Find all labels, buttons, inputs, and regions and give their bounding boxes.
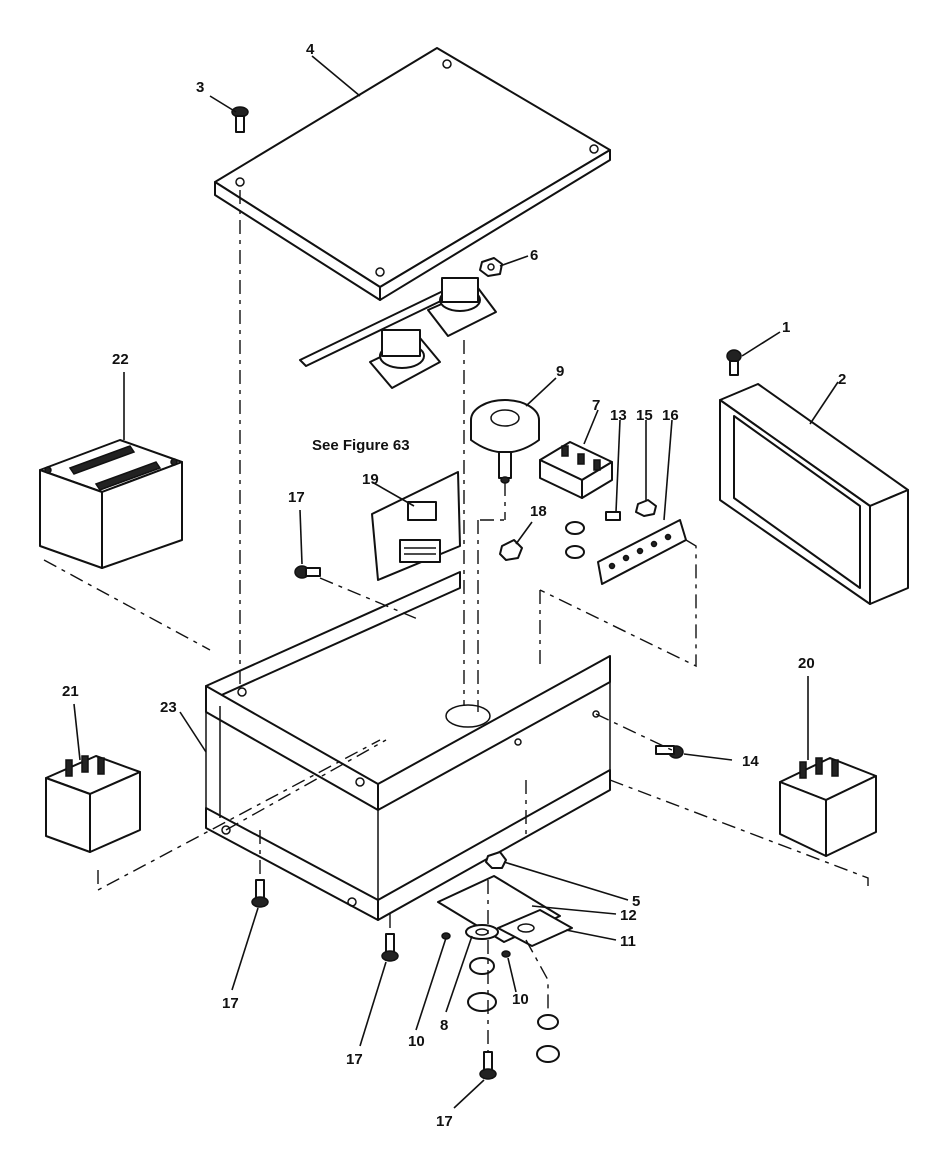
lower-nuts	[467, 957, 560, 1063]
callout-11: 11	[620, 933, 636, 950]
bottom-bracket	[437, 875, 573, 947]
connector-bracket	[299, 277, 497, 389]
assembly-lines	[43, 190, 869, 1052]
chassis	[205, 571, 611, 921]
screw-1	[726, 349, 742, 376]
callout-1: 1	[782, 319, 790, 336]
transformer-20	[779, 757, 877, 857]
cover-plate	[214, 47, 611, 301]
callout-14: 14	[742, 753, 759, 770]
callout-10-right: 10	[512, 991, 529, 1008]
callout-7: 7	[592, 397, 600, 414]
callout-19: 19	[362, 471, 379, 488]
screw-17-b	[381, 933, 399, 962]
callout-2: 2	[838, 371, 846, 388]
screw-13	[605, 511, 621, 521]
screw-17-left	[294, 565, 321, 579]
callout-10-left: 10	[408, 1033, 425, 1050]
callout-16: 16	[662, 407, 679, 424]
callout-22: 22	[112, 351, 129, 368]
callout-9: 9	[556, 363, 564, 380]
nut-18	[499, 539, 523, 561]
callout-6: 6	[530, 247, 538, 264]
callout-20: 20	[798, 655, 815, 672]
leader-lines	[73, 55, 839, 1109]
callout-15: 15	[636, 407, 653, 424]
transformer-22	[39, 439, 183, 569]
figure-reference: See Figure 63	[312, 437, 410, 454]
front-panel-frame	[719, 383, 909, 605]
callout-17-a: 17	[222, 995, 239, 1012]
callout-17-c: 17	[436, 1113, 453, 1130]
transformer-21	[45, 755, 141, 853]
screw-17-c	[479, 1051, 497, 1080]
screws-10	[441, 932, 511, 958]
callout-18: 18	[530, 503, 547, 520]
callout-4: 4	[306, 41, 315, 58]
circuit-board	[371, 471, 461, 581]
callout-23: 23	[160, 699, 177, 716]
callout-5: 5	[632, 893, 640, 910]
screw-17-a	[251, 879, 269, 908]
screw-3	[231, 106, 249, 133]
callout-17-left: 17	[288, 489, 305, 506]
callout-8: 8	[440, 1017, 448, 1034]
callout-13: 13	[610, 407, 627, 424]
fan-assembly	[470, 399, 540, 484]
nut-6	[479, 257, 503, 277]
nut-15	[635, 499, 657, 517]
relay-block	[539, 441, 613, 499]
callout-12: 12	[620, 907, 637, 924]
callout-21: 21	[62, 683, 79, 700]
screw-14	[655, 745, 684, 759]
callout-3: 3	[196, 79, 204, 96]
nut-5	[485, 851, 507, 869]
relay-nuts	[565, 521, 585, 559]
callout-17-b: 17	[346, 1051, 363, 1068]
terminal-strip	[597, 519, 687, 585]
callouts: 4 3 6 1 2 22 9 7 13 15 16 See Figure 63 …	[62, 41, 846, 1130]
